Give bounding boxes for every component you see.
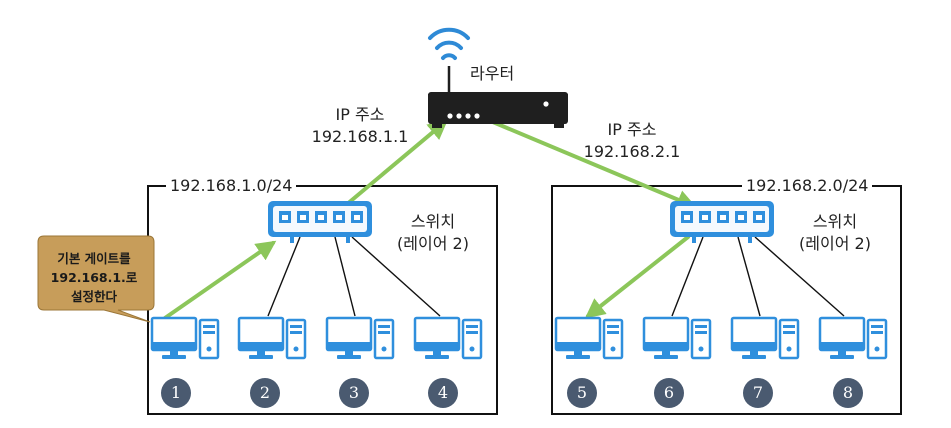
computer-4-icon [413, 316, 483, 360]
computer-number-1: 1 [161, 378, 191, 408]
ip-right-label-line1: IP 주소 [607, 120, 657, 139]
computers [150, 316, 888, 360]
cables [267, 236, 845, 317]
computer-8-icon [818, 316, 888, 360]
callout-bubble [37, 235, 155, 323]
subnet-right-label: 192.168.2.0/24 [742, 176, 873, 196]
router-label: 라우터 [470, 64, 515, 83]
callout-line1: 기본 게이트를 [57, 251, 131, 266]
computer-6-icon [642, 316, 712, 360]
callout-line2: 192.168.1.로 [50, 270, 138, 285]
arrow-router-to-switch [486, 118, 697, 210]
wifi-icon [428, 27, 470, 60]
computer-7-icon [730, 316, 800, 360]
subnet-left-label: 192.168.1.0/24 [166, 176, 297, 196]
computer-1-icon [150, 316, 220, 360]
ip-left-label-line2: 192.168.1.1 [311, 127, 409, 146]
computer-5-icon [554, 316, 624, 360]
switch-left-label-line2: (레이어 2) [397, 234, 469, 253]
computer-number-3: 3 [339, 378, 369, 408]
computer-2-icon [237, 316, 307, 360]
data-path-arrows [163, 118, 697, 320]
arrow-switch-to-router [338, 119, 449, 212]
computer-number-4: 4 [428, 378, 458, 408]
computer-number-6: 6 [654, 378, 684, 408]
arrow-pc1-to-switch [163, 240, 277, 320]
callout-line3: 설정한다 [70, 289, 117, 304]
router-icon [428, 92, 568, 128]
computer-number-7: 7 [743, 378, 773, 408]
switch-right-label-line1: 스위치 [812, 212, 858, 231]
computer-number-8: 8 [833, 378, 863, 408]
switch-right-icon [670, 201, 774, 243]
arrow-switch-to-pc5 [584, 235, 690, 319]
ip-right-label-line2: 192.168.2.1 [583, 142, 681, 161]
computer-number-5: 5 [567, 378, 597, 408]
switch-left-icon [268, 201, 372, 243]
network-box-right [551, 185, 902, 415]
switch-left-label-line1: 스위치 [410, 212, 456, 231]
computer-number-2: 2 [250, 378, 280, 408]
callout-text: 기본 게이트를 192.168.1.로 설정한다 [40, 249, 148, 306]
computer-3-icon [325, 316, 395, 360]
ip-left-label-line1: IP 주소 [335, 105, 385, 124]
switch-right-label-line2: (레이어 2) [799, 234, 871, 253]
